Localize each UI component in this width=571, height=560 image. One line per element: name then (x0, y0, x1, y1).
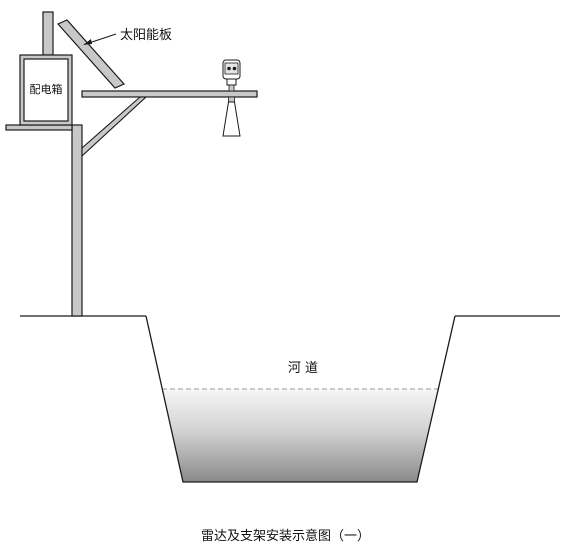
horizontal-arm (81, 90, 258, 98)
water-body (162, 389, 439, 482)
leader-arrowhead (83, 39, 92, 45)
channel-outline (145, 315, 456, 483)
radar-level-sensor-icon (222, 59, 241, 92)
solar-panel (57, 19, 125, 89)
radar-beam-icon (222, 96, 241, 137)
distribution-box-label: 配电箱 (30, 82, 63, 96)
distribution-box: 配电箱 (19, 54, 73, 126)
support-pole (71, 124, 83, 317)
figure-caption: 雷达及支架安装示意图（一） (200, 529, 370, 544)
river-channel (145, 315, 456, 483)
diagonal-brace (81, 96, 148, 158)
solar-panel-post (42, 11, 54, 56)
river-channel-label: 河 道 (288, 361, 318, 376)
box-shelf (5, 124, 73, 131)
solar-panel-label: 太阳能板 (120, 28, 172, 43)
